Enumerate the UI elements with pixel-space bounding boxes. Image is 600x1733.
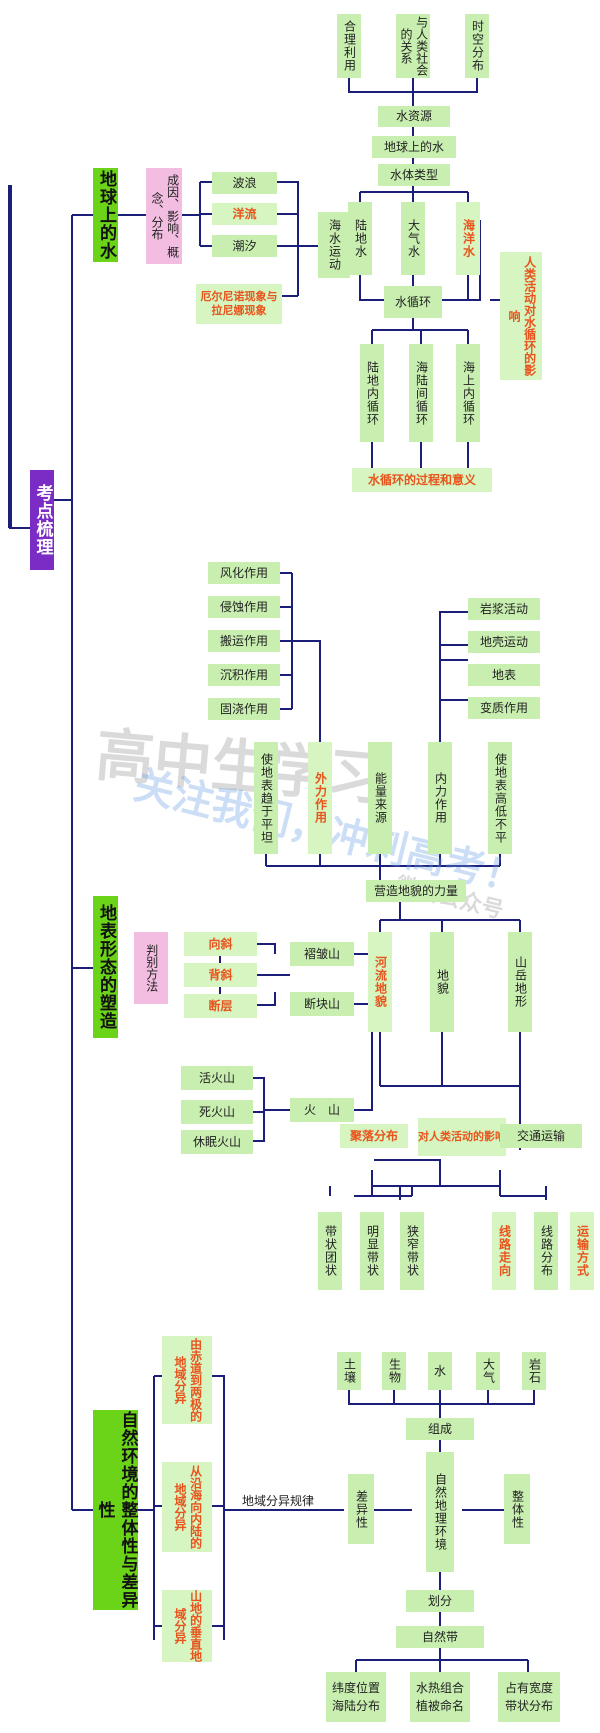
water-title: 地球上的水: [93, 168, 118, 262]
comp-rock: 岩石: [522, 1352, 546, 1390]
node-air-water: 大气水: [401, 202, 425, 275]
environment-title: 自然环境的整体性与差异性: [93, 1410, 138, 1610]
node-dormant-volcano: 休眠火山: [181, 1130, 253, 1154]
node-divide: 划分: [406, 1590, 474, 1612]
node-settlement: 聚落分布: [340, 1124, 408, 1148]
node-whole: 整体性: [504, 1474, 530, 1544]
node-mountain: 山岳地形: [508, 932, 532, 1032]
int-2: 地壳运动: [468, 631, 540, 653]
node-sea-motion: 海水运动: [318, 212, 350, 278]
pattern-2: 从沿海向内陆的地域分异: [162, 1462, 212, 1552]
node-active-volcano: 活火山: [181, 1066, 253, 1090]
trans-sub-2: 线路分布: [534, 1212, 558, 1290]
node-sea-land-cycle: 海陆间循环: [409, 344, 433, 442]
node-human-impact: 人类活动对水循环的影响: [500, 252, 542, 380]
node-transport: 交通运输: [500, 1124, 582, 1148]
col-external: 外力作用: [308, 742, 332, 854]
node-anticline: 背斜: [184, 963, 257, 987]
node-water-types: 水体类型: [378, 164, 450, 186]
int-1: 岩浆活动: [468, 598, 540, 620]
node-water-resource: 水资源: [378, 106, 450, 127]
node-syncline: 向斜: [184, 932, 257, 956]
node-judge: 判别方法: [134, 932, 168, 1004]
ext-4: 沉积作用: [208, 664, 280, 686]
comp-bio: 生物: [382, 1352, 406, 1390]
node-fold-mountain: 褶皱山: [290, 942, 354, 966]
int-4: 变质作用: [468, 697, 540, 719]
int-3: 地表: [468, 664, 540, 686]
node-difference: 差异性: [348, 1474, 374, 1544]
node-sea-water: 海洋水: [456, 202, 480, 275]
comp-air: 大气: [476, 1352, 500, 1390]
root-node: 考点梳理: [30, 470, 54, 570]
node-volcano: 火 山: [290, 1098, 354, 1122]
settle-sub-1: 带状团状: [318, 1212, 342, 1290]
landform-title: 地表形态的塑造: [93, 896, 118, 1038]
node-water-cycle: 水循环: [384, 286, 442, 318]
node-sea-cycle: 海上内循环: [456, 344, 480, 442]
node-block-mountain: 断块山: [290, 992, 354, 1016]
node-tides: 潮汐: [212, 235, 277, 257]
trans-sub-3: 运输方式: [570, 1212, 594, 1290]
ext-2: 侵蚀作用: [208, 596, 280, 618]
zone-sub-3: 占有宽度带状分布: [498, 1672, 560, 1722]
zone-sub-1: 纬度位置海陆分布: [326, 1672, 386, 1722]
node-landform: 地貌: [430, 932, 454, 1032]
node-human-landform: 对人类活动的影响: [418, 1118, 506, 1156]
label-regional-law: 地域分异规律: [242, 1494, 315, 1508]
zone-sub-2: 水热组合植被命名: [410, 1672, 470, 1722]
node-top-3: 时空分布: [465, 14, 489, 78]
node-river: 河流地貌: [368, 932, 392, 1032]
ext-1: 风化作用: [208, 562, 280, 584]
col-internal: 内力作用: [428, 742, 452, 854]
node-cycle-process: 水循环的过程和意义: [352, 468, 492, 492]
node-fault: 断层: [184, 994, 257, 1018]
node-dead-volcano: 死火山: [181, 1100, 253, 1124]
comp-soil: 土壤: [337, 1352, 361, 1390]
node-natural-env: 自然地理环境: [426, 1452, 454, 1572]
node-top-1: 合理利用: [337, 14, 361, 78]
settle-sub-3: 狭窄带状: [400, 1212, 424, 1290]
water-concept: 成因、影响、概念、分布: [146, 168, 182, 264]
col-energy: 能量来源: [368, 742, 392, 854]
node-waves: 波浪: [212, 172, 277, 194]
node-natural-zone: 自然带: [396, 1626, 484, 1648]
settle-sub-2: 明显带状: [360, 1212, 384, 1290]
node-land-water: 陆地水: [348, 202, 372, 275]
node-earth-water: 地球上的水: [372, 136, 456, 158]
node-compose: 组成: [406, 1418, 474, 1440]
node-enso: 厄尔尼诺现象与拉尼娜现象: [196, 284, 282, 324]
node-forces: 营造地貌的力量: [366, 880, 466, 902]
col-uneven: 使地表高低不平: [488, 742, 512, 854]
comp-water: 水: [428, 1352, 452, 1390]
ext-3: 搬运作用: [208, 630, 280, 652]
node-land-cycle: 陆地内循环: [360, 344, 384, 442]
pattern-1: 由赤道到两极的地域分异: [162, 1336, 212, 1424]
node-currents: 洋流: [212, 203, 277, 225]
col-flatten: 使地表趋于平坦: [254, 742, 278, 854]
trans-sub-1: 线路走向: [492, 1212, 516, 1290]
pattern-3: 山地的垂直地域分异: [162, 1590, 212, 1662]
ext-5: 固浇作用: [208, 698, 280, 720]
node-top-2: 与人类社会的关系: [396, 14, 430, 78]
